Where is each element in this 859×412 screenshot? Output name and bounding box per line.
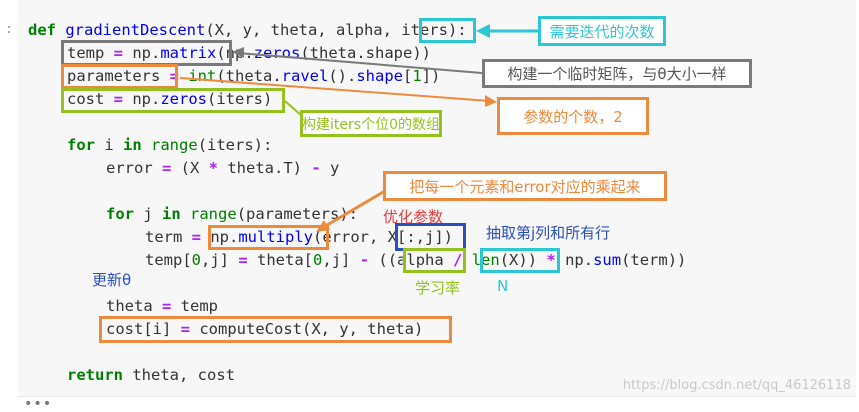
code-line-6: error = (X * theta.T) - y	[106, 159, 340, 177]
code-line-10: theta = temp	[106, 297, 219, 315]
column-rows-label: 抽取第j列和所有行	[486, 224, 611, 242]
more-dots-icon[interactable]: •••	[24, 396, 53, 412]
code-line-11: cost[i] = computeCost(X, y, theta)	[106, 320, 424, 338]
temp-matrix-label: 构建一个临时矩阵，与θ大小一样	[482, 59, 752, 88]
cost-update-highlight-box	[99, 316, 452, 343]
cost-highlight-box	[61, 88, 285, 113]
code-line-8: term = np.multiply(error, X[:,j])	[145, 228, 453, 246]
cost-zeros-label: 构建iters个位0的数组	[300, 110, 442, 137]
code-line-5: for i in range(iters):	[67, 136, 273, 154]
len-highlight-box	[480, 248, 560, 273]
alpha-highlight-box	[403, 248, 466, 273]
code-line-7: for j in range(parameters):	[106, 205, 359, 223]
iters-count-label: 需要迭代的次数	[538, 16, 666, 46]
code-line-9: temp[0,j] = theta[0,j] - ((alpha / len(X…	[145, 251, 687, 269]
cell-prompt: :	[5, 22, 13, 37]
code-line-2: temp = np.matrix(np.zeros(theta.shape))	[67, 44, 431, 62]
code-line-4: cost = np.zeros(iters)	[67, 90, 273, 108]
iters-highlight-box	[419, 18, 476, 43]
multiply-highlight-box	[208, 225, 329, 250]
parameters-highlight-box	[61, 64, 178, 89]
n-label: N	[497, 277, 509, 295]
multiply-note-label: 把每一个元素和error对应的乘起来	[383, 171, 667, 201]
update-theta-label: 更新θ	[92, 271, 132, 289]
watermark: https://blog.csdn.net/qq_46126118	[622, 378, 851, 393]
learning-rate-label: 学习率	[415, 279, 461, 297]
param-count-label: 参数的个数，2	[497, 97, 649, 135]
code-line-3: parameters = int(theta.ravel().shape[1])	[67, 67, 441, 85]
code-line-12: return theta, cost	[67, 366, 235, 384]
optimize-label: 优化参数	[383, 208, 444, 226]
code-line-1: def gradientDescent(X, y, theta, alpha, …	[28, 21, 467, 39]
